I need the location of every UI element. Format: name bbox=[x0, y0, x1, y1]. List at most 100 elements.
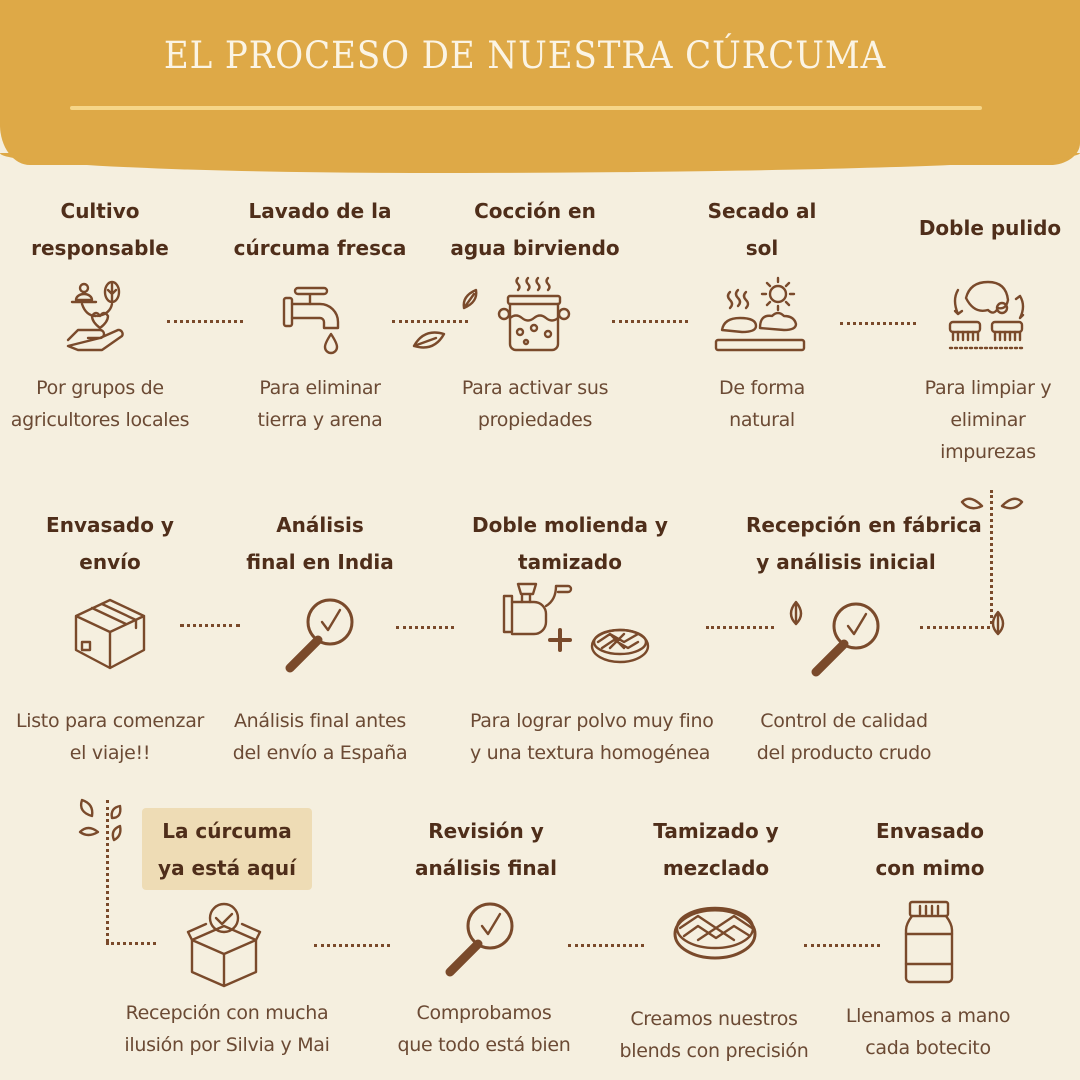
step-title: mezclado bbox=[662, 856, 770, 880]
step-curcuma-aqui: La cúrcuma ya está aquí bbox=[127, 813, 327, 887]
step-description: del envío a España bbox=[232, 742, 408, 764]
step-description: tierra y arena bbox=[257, 409, 383, 431]
leaf-sprout-icon bbox=[960, 494, 1024, 524]
hand-heart-plant-icon bbox=[60, 280, 136, 360]
step-description: Llenamos a mano bbox=[845, 1005, 1011, 1027]
step-molienda: Doble molienda y tamizado bbox=[470, 507, 670, 581]
magnifier-check-icon bbox=[806, 596, 886, 684]
connector-dots bbox=[612, 320, 688, 323]
step-title: La cúrcuma bbox=[162, 819, 292, 843]
step-description: del producto crudo bbox=[756, 742, 932, 764]
leaf-sprout-icon bbox=[76, 796, 136, 860]
magnifier-check-icon bbox=[280, 592, 360, 680]
step-recepcion-fabrica: Recepción en fábrica y análisis inicial bbox=[746, 507, 982, 581]
step-desc-block: Creamos nuestros blends con precisión bbox=[614, 1003, 814, 1067]
connector-vertical-dots bbox=[106, 800, 109, 942]
step-description: impurezas bbox=[940, 441, 1036, 463]
step-description: De forma bbox=[719, 377, 805, 399]
step-coccion: Cocción en agua birviendo bbox=[435, 193, 635, 267]
step-cultivo: Cultivo responsable bbox=[0, 193, 200, 267]
step-envasado-mimo: Envasado con mimo bbox=[830, 813, 1030, 887]
connector-dots bbox=[706, 626, 774, 629]
step-description: el viaje!! bbox=[69, 742, 151, 764]
step-title: Cultivo bbox=[60, 199, 140, 223]
highlight-box bbox=[142, 808, 312, 890]
step-title: Recepción en fábrica bbox=[746, 513, 982, 537]
step-title: sol bbox=[745, 236, 779, 260]
step-lavado: Lavado de la cúrcuma fresca bbox=[220, 193, 420, 267]
water-tap-icon bbox=[280, 278, 360, 362]
step-title: Doble molienda y bbox=[472, 513, 668, 537]
sieve-icon bbox=[670, 896, 760, 968]
sun-drying-icon bbox=[714, 274, 810, 364]
box-check-icon bbox=[186, 900, 262, 994]
step-description: cada botecito bbox=[865, 1037, 991, 1059]
step-desc-block: De forma natural bbox=[662, 372, 862, 436]
step-desc-block: Para limpiar y eliminar impurezas bbox=[888, 372, 1080, 468]
connector-vertical-dots bbox=[990, 490, 993, 624]
step-title: Secado al bbox=[707, 199, 817, 223]
step-description: agricultores locales bbox=[10, 409, 190, 431]
step-desc-block: Análisis final antes del envío a España bbox=[220, 705, 420, 769]
connector-dots bbox=[180, 624, 240, 627]
step-title: con mimo bbox=[875, 856, 985, 880]
step-desc-block: Recepción con mucha ilusión por Silvia y… bbox=[122, 997, 332, 1061]
step-description: que todo está bien bbox=[397, 1034, 571, 1056]
brush-polishing-icon bbox=[944, 276, 1034, 360]
step-title: Cocción en bbox=[474, 199, 596, 223]
connector-dots bbox=[392, 320, 468, 323]
step-analisis-india: Análisis final en India bbox=[220, 507, 420, 581]
step-description: Listo para comenzar bbox=[15, 710, 205, 732]
page-title: EL PROCESO DE NUESTRA CÚRCUMA bbox=[163, 34, 887, 77]
connector-dots bbox=[920, 626, 990, 629]
step-title: Tamizado y bbox=[653, 819, 779, 843]
step-description: natural bbox=[729, 409, 795, 431]
step-title: Análisis bbox=[276, 513, 364, 537]
step-description: Para limpiar y bbox=[924, 377, 1052, 399]
step-title: cúrcuma fresca bbox=[233, 236, 407, 260]
step-title: y análisis inicial bbox=[756, 550, 936, 574]
cardboard-box-icon bbox=[72, 596, 148, 676]
step-description: Creamos nuestros bbox=[630, 1008, 798, 1030]
leaf-icon bbox=[990, 610, 1006, 640]
step-description: Para lograr polvo muy fino bbox=[470, 710, 714, 732]
step-title: Lavado de la bbox=[248, 199, 392, 223]
step-desc-block: Listo para comenzar el viaje!! bbox=[10, 705, 210, 769]
step-title: responsable bbox=[31, 236, 169, 260]
step-title: ya está aquí bbox=[158, 856, 296, 880]
jar-icon bbox=[904, 900, 954, 990]
boiling-pot-icon bbox=[494, 274, 576, 360]
step-revision: Revisión y análisis final bbox=[386, 813, 586, 887]
leaf-icon bbox=[412, 330, 446, 354]
step-description: Por grupos de bbox=[36, 377, 164, 399]
step-description: Análisis final antes bbox=[233, 710, 407, 732]
step-desc-block: Control de calidad del producto crudo bbox=[744, 705, 944, 769]
step-desc-block: Comprobamos que todo está bien bbox=[384, 997, 584, 1061]
connector-dots bbox=[804, 944, 880, 947]
step-title: Envasado y bbox=[46, 513, 174, 537]
step-desc-block: Para activar sus propiedades bbox=[435, 372, 635, 436]
step-desc-block: Para lograr polvo muy fino y una textura… bbox=[470, 705, 714, 769]
header-banner bbox=[0, 0, 1080, 173]
step-desc-block: Llenamos a mano cada botecito bbox=[828, 1000, 1028, 1064]
connector-dots bbox=[314, 944, 390, 947]
grinder-sieve-icon bbox=[500, 576, 660, 676]
step-description: Para eliminar bbox=[259, 377, 381, 399]
step-title: Doble pulido bbox=[918, 216, 1062, 240]
step-description: Comprobamos bbox=[416, 1002, 552, 1024]
connector-dots bbox=[568, 944, 644, 947]
step-title: análisis final bbox=[415, 856, 557, 880]
connector-dots bbox=[106, 942, 156, 945]
step-envasado-envio: Envasado y envío bbox=[10, 507, 210, 581]
step-description: ilusión por Silvia y Mai bbox=[124, 1034, 330, 1056]
step-title: envío bbox=[79, 550, 141, 574]
leaf-icon bbox=[460, 288, 480, 314]
step-tamizado-mezclado: Tamizado y mezclado bbox=[616, 813, 816, 887]
connector-dots bbox=[167, 320, 243, 323]
step-title: agua birviendo bbox=[450, 236, 620, 260]
magnifier-check-icon bbox=[440, 896, 520, 984]
step-title: Envasado bbox=[876, 819, 984, 843]
connector-dots bbox=[840, 322, 916, 325]
step-description: eliminar bbox=[950, 409, 1026, 431]
step-title: Revisión y bbox=[428, 819, 544, 843]
